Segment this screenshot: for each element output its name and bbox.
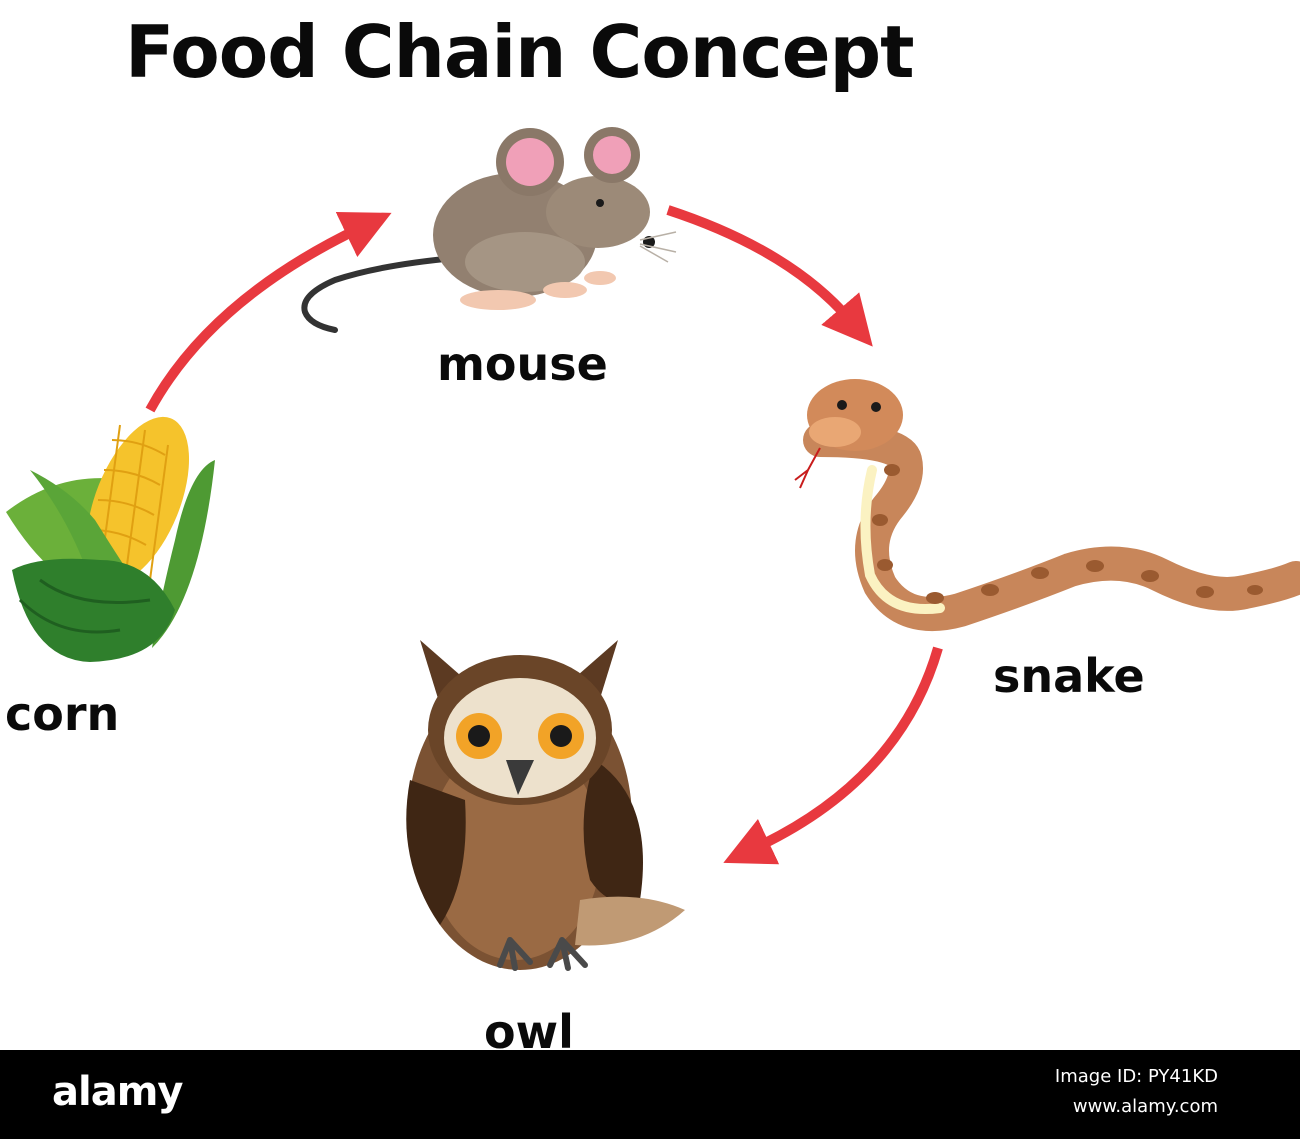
label-corn: corn: [5, 687, 120, 741]
site-url: www.alamy.com: [1072, 1096, 1218, 1117]
diagram-title: Food Chain Concept: [125, 10, 915, 94]
arrow-mouse-to-snake: [666, 205, 873, 347]
label-owl: owl: [484, 1005, 574, 1050]
alamy-logo: alamy: [52, 1069, 183, 1115]
image-id: Image ID: PY41KD: [1054, 1066, 1218, 1087]
label-snake: snake: [993, 649, 1145, 703]
diagram-canvas: Food Chain Concept: [5, 10, 1300, 1050]
snake-icon: [794, 379, 1300, 632]
mouse-icon: [301, 127, 677, 333]
owl-icon: [406, 640, 685, 971]
arrow-corn-to-mouse: [145, 211, 392, 413]
arrow-snake-to-owl: [723, 646, 943, 865]
corn-icon: [6, 416, 215, 662]
label-mouse: mouse: [437, 337, 608, 391]
footer-refs: Image ID: PY41KD www.alamy.com: [1055, 1062, 1218, 1122]
food-chain-art: [6, 127, 1300, 971]
watermark-footer: alamy Image ID: PY41KD www.alamy.com: [0, 1050, 1300, 1139]
